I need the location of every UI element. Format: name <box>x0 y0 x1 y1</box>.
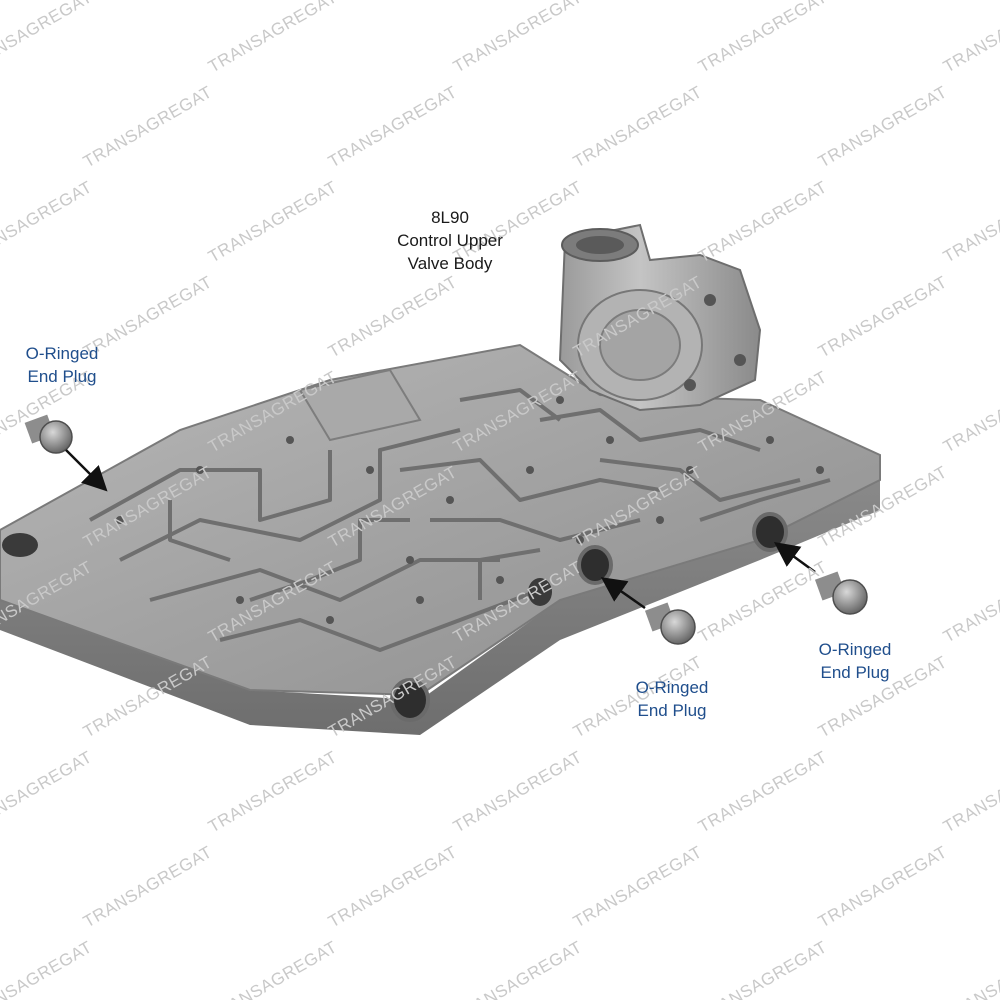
bolt-holes <box>116 396 824 624</box>
arrow-left <box>65 449 108 492</box>
callout-middle: O-Ringed End Plug <box>612 676 732 722</box>
end-plug-middle <box>644 602 696 645</box>
fluid-channels <box>89 388 831 652</box>
arrow-right <box>773 542 816 574</box>
callout-middle-line-2: End Plug <box>637 701 707 720</box>
title-line-2: Control Upper <box>397 231 503 250</box>
plug-bores <box>2 512 788 722</box>
title-line-3: Valve Body <box>407 254 493 273</box>
callout-right: O-Ringed End Plug <box>795 638 915 684</box>
callout-left-line-1: O-Ringed <box>25 344 99 363</box>
callout-right-line-1: O-Ringed <box>818 640 892 659</box>
pump-housing <box>558 223 762 412</box>
callout-right-line-2: End Plug <box>820 663 890 682</box>
end-plug-left <box>24 414 73 454</box>
callout-left-line-2: End Plug <box>27 367 97 386</box>
product-title: 8L90 Control Upper Valve Body <box>370 206 530 275</box>
end-plug-right <box>814 571 868 615</box>
title-line-1: 8L90 <box>431 208 469 227</box>
arrow-middle <box>600 577 646 610</box>
callout-middle-line-1: O-Ringed <box>635 678 709 697</box>
callout-left: O-Ringed End Plug <box>2 342 122 388</box>
raised-block <box>298 368 422 442</box>
